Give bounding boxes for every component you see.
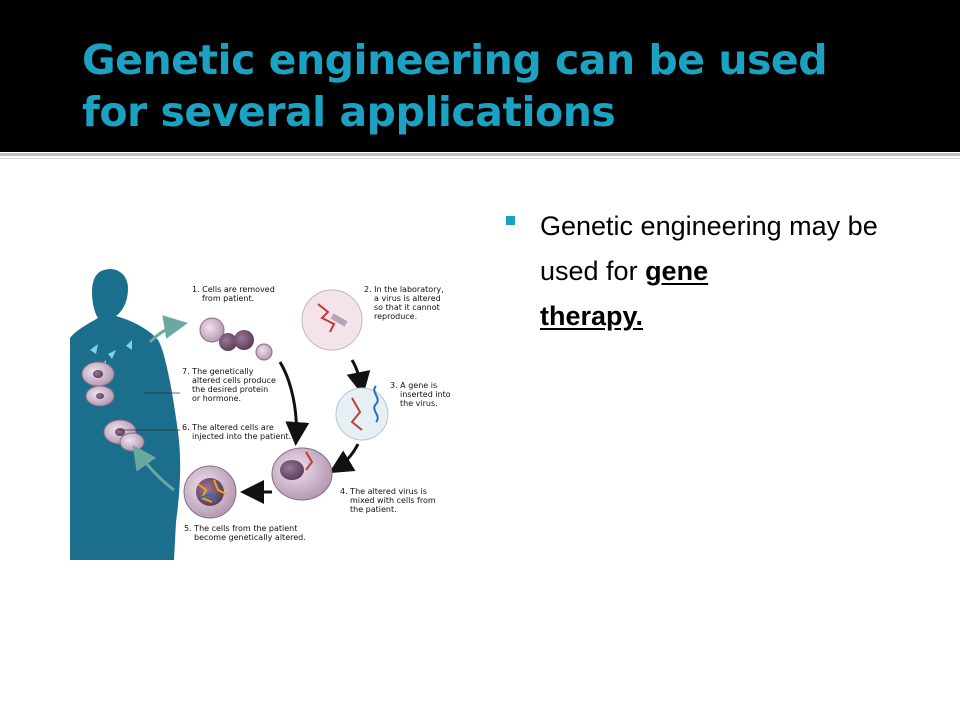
step-4-label: 4. The altered virus is mixed with cells…	[340, 487, 436, 514]
title-divider	[0, 153, 960, 159]
title-bar	[0, 0, 960, 152]
svg-text:so that it cannot: so that it cannot	[374, 303, 440, 312]
step-2-label: 2. In the laboratory, a virus is altered…	[364, 285, 444, 321]
svg-text:6. The altered cells are: 6. The altered cells are	[182, 423, 274, 432]
step-5-label: 5. The cells from the patient become gen…	[184, 524, 306, 542]
svg-text:inserted into: inserted into	[400, 390, 451, 399]
step-6-label: 6. The altered cells are injected into t…	[182, 423, 291, 441]
svg-text:or hormone.: or hormone.	[192, 394, 241, 403]
svg-text:from patient.: from patient.	[202, 294, 254, 303]
slide-title-line-1: Genetic engineering can be used	[82, 36, 828, 84]
step-connector-lines	[118, 392, 180, 431]
bullet-text: Genetic engineering may be used for	[540, 211, 878, 286]
svg-text:injected into the patient.: injected into the patient.	[192, 432, 291, 441]
bullet-item: Genetic engineering may be used for gene…	[540, 204, 900, 339]
step-1-label: 1. Cells are removed from patient.	[192, 285, 275, 303]
svg-text:altered cells produce: altered cells produce	[192, 376, 276, 385]
svg-text:mixed with cells from: mixed with cells from	[350, 496, 436, 505]
svg-text:the desired protein: the desired protein	[192, 385, 268, 394]
gene-therapy-diagram: 1. Cells are removed from patient. 2. In…	[70, 268, 451, 560]
svg-text:reproduce.: reproduce.	[374, 312, 417, 321]
gene-insertion-circle	[335, 385, 389, 441]
svg-text:2. In the laboratory,: 2. In the laboratory,	[364, 285, 444, 294]
step-7-label: 7. The genetically altered cells produce…	[182, 367, 276, 403]
virus-cell-mixing	[271, 447, 333, 501]
svg-text:a virus is altered: a virus is altered	[374, 294, 441, 303]
bullet-square-icon	[506, 216, 515, 225]
svg-text:1. Cells are removed: 1. Cells are removed	[192, 285, 275, 294]
implanted-cells	[81, 361, 145, 452]
svg-text:5. The cells from the patient: 5. The cells from the patient	[184, 524, 297, 533]
step-3-label: 3. A gene is inserted into the virus.	[390, 381, 451, 408]
human-silhouette	[70, 268, 181, 560]
svg-text:become genetically altered.: become genetically altered.	[194, 533, 306, 542]
bullet-highlight-therapy: therapy.	[540, 301, 644, 331]
virus-lab-circle	[301, 289, 363, 351]
svg-text:4. The altered virus is: 4. The altered virus is	[340, 487, 427, 496]
svg-text:3. A gene is: 3. A gene is	[390, 381, 437, 390]
svg-text:7. The genetically: 7. The genetically	[182, 367, 254, 376]
bullet-highlight-gene: gene	[645, 256, 709, 286]
altered-cell	[183, 465, 237, 519]
slide-title-line-2: for several applications	[82, 88, 616, 136]
svg-text:the virus.: the virus.	[400, 399, 438, 408]
svg-text:the patient.: the patient.	[350, 505, 397, 514]
cycle-arrows	[132, 315, 371, 504]
removed-cells	[199, 317, 273, 361]
